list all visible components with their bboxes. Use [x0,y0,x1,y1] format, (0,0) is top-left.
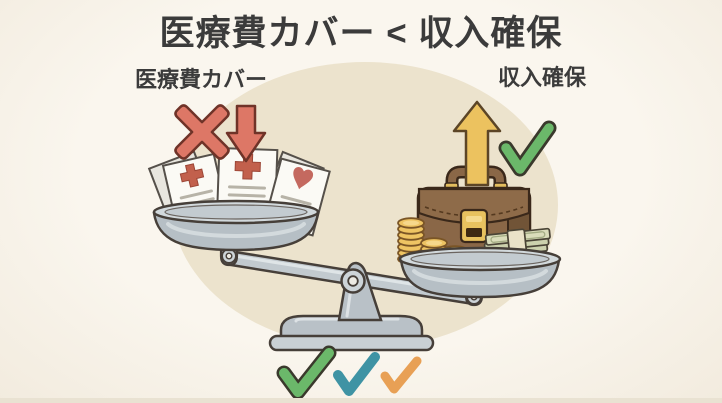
briefcase-clasp [459,208,489,244]
check-icon-top [498,120,557,177]
arrow-down-icon [225,104,267,163]
page-title: 医療費カバー < 収入確保 [159,14,563,53]
footer-check-green-icon [276,345,337,400]
footer-check-teal-icon [333,352,380,396]
right-pan-assembly [397,165,562,307]
scale-base [268,261,435,352]
left-pan [152,199,320,252]
bottom-edge-strip [0,398,722,403]
footer-check-orange-icon [380,356,422,394]
left-pan-assembly [147,146,331,267]
arrow-up-icon [452,100,502,187]
right-pan [398,246,562,299]
left-side-label: 医療費カバー [134,67,267,92]
x-mark-icon [174,104,230,160]
right-side-label: 収入確保 [497,65,586,90]
